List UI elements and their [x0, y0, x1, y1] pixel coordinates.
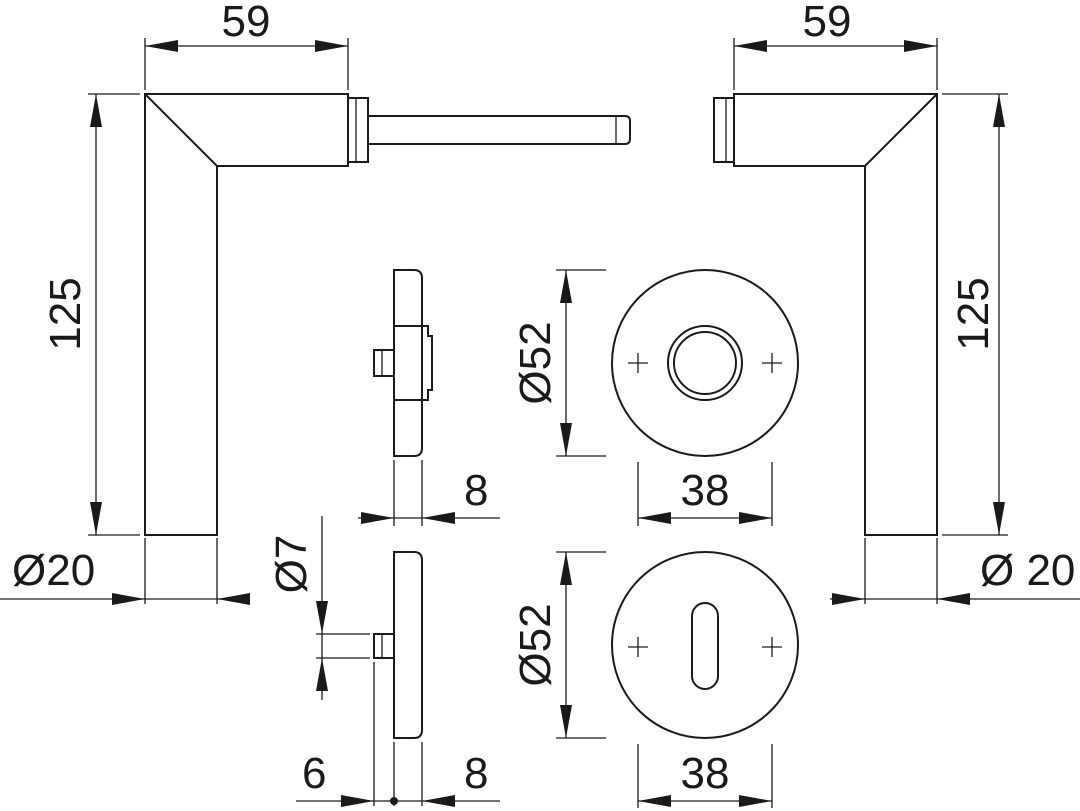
dimension-left-diameter: Ø20: [0, 538, 250, 605]
screw-hole-mark: [762, 353, 782, 373]
dimension-rosette-bottom-diameter: Ø52: [511, 551, 606, 739]
dimension-label: 125: [949, 277, 998, 350]
dimension-left-height: 125: [41, 93, 140, 536]
dimension-left-width: 59: [144, 0, 349, 90]
dimension-label: Ø52: [511, 603, 560, 686]
screw-hole-mark: [762, 637, 782, 657]
dimension-label: Ø20: [12, 546, 95, 595]
dimension-label: 8: [464, 466, 488, 515]
dimension-rosette-top-spacing: 38: [637, 462, 773, 526]
dimension-label: 38: [681, 749, 730, 798]
dimension-right-diameter: Ø 20: [830, 538, 1080, 605]
screw-hole-mark: [628, 353, 648, 373]
dimension-label: 125: [41, 277, 90, 350]
dimension-right-height: 125: [942, 93, 1008, 536]
keyhole-slot: [691, 602, 719, 690]
dimension-label: 8: [464, 749, 488, 798]
rosette-keyhole-front-view: [611, 551, 799, 739]
dimension-label: 6: [302, 749, 326, 798]
dimension-pin-length: 6: [296, 662, 398, 807]
dimension-label: Ø7: [267, 535, 316, 594]
dimension-label: 38: [681, 466, 730, 515]
dimension-rosette-top-diameter: Ø52: [511, 269, 606, 457]
left-lever-handle: [144, 93, 631, 536]
dimension-escutcheon-thickness: 8: [394, 742, 500, 807]
rosette-side-view: [373, 269, 433, 457]
dimension-label: 59: [803, 0, 852, 46]
dimension-rosette-thickness: 8: [358, 460, 500, 526]
dimension-right-width: 59: [733, 0, 938, 90]
rosette-front-view: [611, 269, 799, 457]
dimension-label: Ø52: [511, 321, 560, 404]
escutcheon-side-view: [373, 551, 423, 739]
dimension-rosette-bottom-spacing: 38: [637, 744, 773, 808]
dimension-label: Ø 20: [980, 546, 1075, 595]
dimension-label: 59: [222, 0, 271, 46]
dimension-pin-diameter: Ø7: [267, 516, 370, 700]
screw-hole-mark: [628, 637, 648, 657]
right-lever-handle: [713, 93, 938, 536]
